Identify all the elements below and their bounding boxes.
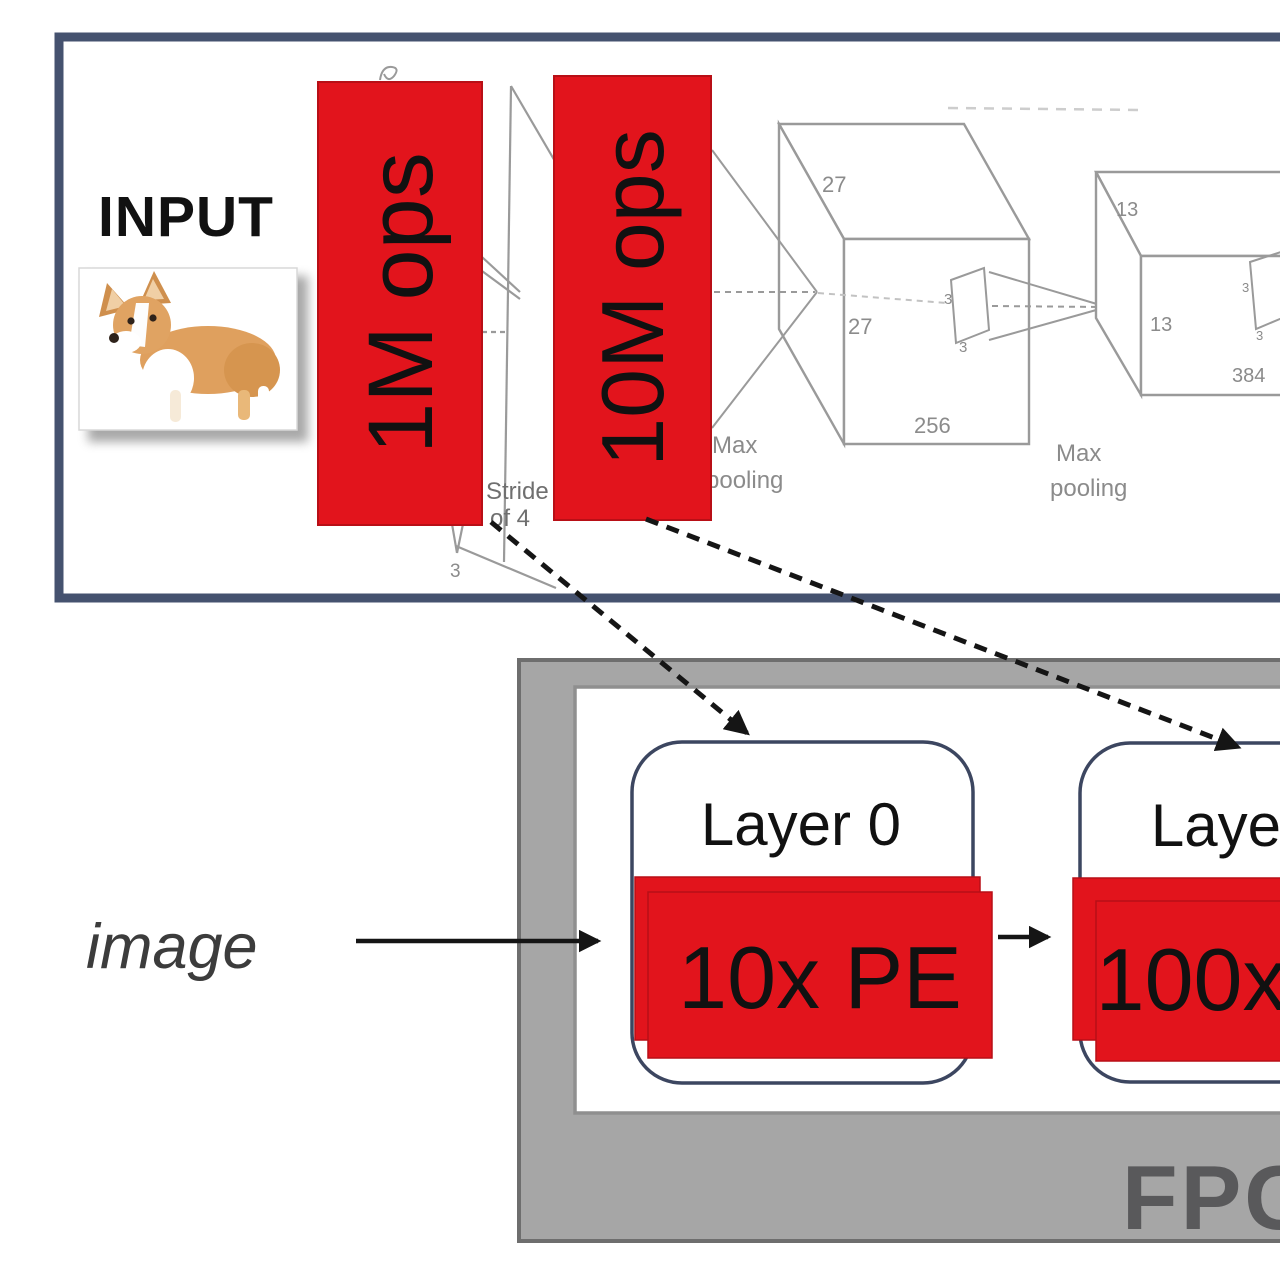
layer1-pe-label: 100x PE (1096, 930, 1280, 1029)
corgi-illustration (99, 271, 280, 422)
layer0-block: Layer 0 10x PE (630, 740, 993, 1085)
maxpool2-label: Max pooling (1050, 440, 1127, 502)
image-input-label: image (86, 912, 258, 982)
cone-conv3 (988, 271, 1108, 341)
conv2-cube: 27 27 256 3 3 (776, 119, 1032, 449)
faint-remnant-glyph (379, 65, 398, 81)
conv1-ops-bar: 1M ops (317, 81, 483, 526)
layer0-pe-box (647, 891, 993, 1059)
conv2-ops-bar: 10M ops (553, 75, 712, 521)
layer0-title: Layer 0 (701, 791, 901, 858)
conv3-kernel-a: 3 (1242, 280, 1249, 295)
conv3-kernel-box (1248, 251, 1280, 331)
conv2-depth: 256 (914, 413, 951, 438)
conv2-kernel-b: 3 (959, 339, 967, 356)
conv3-depth: 384 (1232, 365, 1265, 387)
conv2-dim-top: 27 (822, 172, 846, 197)
input-photo (78, 267, 308, 442)
svg-text:Max: Max (1056, 440, 1101, 467)
svg-text:pooling: pooling (1050, 475, 1127, 502)
stride-label-line1: Stride (486, 478, 549, 505)
conv3-kernel-b: 3 (1256, 328, 1263, 343)
layer0-pe-label: 10x PE (678, 928, 962, 1027)
input-channels-label: 3 (450, 561, 461, 582)
conv2-kernel-box (949, 266, 991, 345)
fpga-chip-label: FPGA (1122, 1148, 1280, 1249)
conv2-ops-label: 10M ops (583, 129, 682, 467)
layer1-title: Layer 1 (1151, 792, 1280, 859)
cone-conv2 (711, 149, 948, 429)
faint-remnant-line (947, 106, 1143, 112)
input-label: INPUT (98, 185, 274, 249)
conv1-to-layer0-arrow (489, 520, 750, 736)
layer1-pe-box (1095, 900, 1280, 1062)
maxpool1-label: Max pooling (706, 432, 783, 494)
conv2-to-layer1-arrow (645, 516, 1242, 752)
conv2-kernel-a: 3 (944, 291, 952, 308)
conv3-dim-side: 13 (1150, 314, 1172, 336)
conv1-ops-label: 1M ops (350, 152, 452, 454)
layer1-block: Layer 1 100x PE (1072, 741, 1280, 1084)
conv2-dim-side: 27 (848, 314, 872, 339)
svg-text:Max: Max (712, 432, 757, 459)
conv1-wireframe (450, 85, 557, 590)
conv3-dim-top: 13 (1116, 199, 1138, 221)
fpga-chip: FPGA Layer 0 10x PE Layer 1 100x PE (517, 658, 1280, 1249)
conv3-cube: 13 13 384 3 3 (1093, 170, 1280, 400)
svg-text:pooling: pooling (706, 467, 783, 494)
